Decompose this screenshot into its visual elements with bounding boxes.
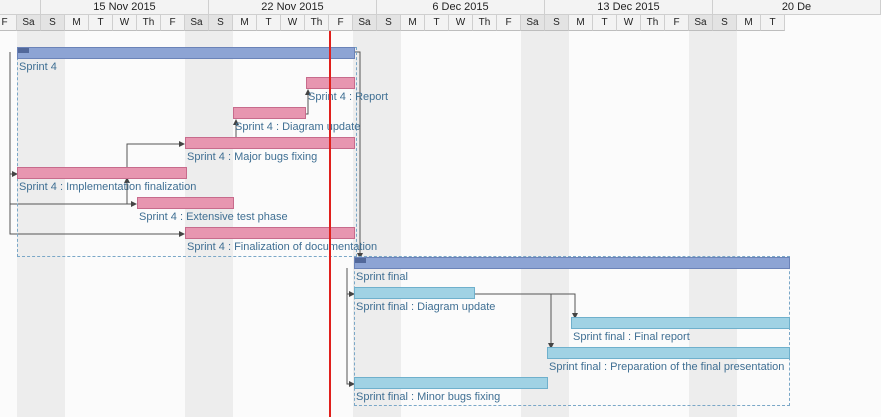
task-bar-sfr[interactable] (571, 317, 790, 329)
day-header: W (617, 15, 641, 31)
day-header: T (257, 15, 281, 31)
task-label: Sprint final : Final report (573, 331, 690, 343)
task-bar-sfp[interactable] (547, 347, 790, 359)
task-label: Sprint 4 : Major bugs fixing (187, 151, 318, 163)
task-bar-s4e[interactable] (137, 197, 234, 209)
day-header: Th (473, 15, 497, 31)
task-label: Sprint final : Preparation of the final … (549, 361, 785, 373)
task-label: Sprint final (356, 271, 408, 283)
week-header (0, 0, 41, 15)
group-box-sprint-final (354, 256, 790, 406)
link-line (474, 293, 578, 319)
weekend-column (377, 0, 401, 417)
day-header: F (329, 15, 353, 31)
week-header: 22 Nov 2015 (209, 0, 377, 15)
day-header: F (497, 15, 521, 31)
task-label: Sprint 4 : Diagram update (235, 121, 361, 133)
today-marker (329, 31, 331, 417)
day-header: T (593, 15, 617, 31)
task-label: Sprint 4 (19, 61, 57, 73)
day-header: Th (137, 15, 161, 31)
link-line (346, 268, 355, 387)
day-header: W (281, 15, 305, 31)
task-bar-s4[interactable] (17, 47, 355, 59)
day-header: Sa (17, 15, 41, 31)
task-label: Sprint 4 : Report (308, 91, 389, 103)
day-header: W (113, 15, 137, 31)
day-header: F (665, 15, 689, 31)
day-header: S (713, 15, 737, 31)
collapse-toggle-icon[interactable] (355, 258, 366, 263)
day-header: M (233, 15, 257, 31)
task-bar-s4f[interactable] (185, 227, 355, 239)
day-header: S (209, 15, 233, 31)
day-header: Th (641, 15, 665, 31)
task-label: Sprint final : Minor bugs fixing (356, 391, 501, 403)
task-bar-s4d[interactable] (233, 107, 306, 119)
week-header: 15 Nov 2015 (41, 0, 209, 15)
weekend-column (353, 0, 377, 417)
dependency-links (9, 51, 578, 387)
day-header: F (161, 15, 185, 31)
day-header: S (545, 15, 569, 31)
day-header: Th (305, 15, 329, 31)
task-bar-sfd[interactable] (354, 287, 475, 299)
day-header: S (41, 15, 65, 31)
weekend-column (41, 0, 65, 417)
week-header: 13 Dec 2015 (545, 0, 713, 15)
task-label: Sprint 4 : Extensive test phase (139, 211, 288, 223)
day-header: F (0, 15, 17, 31)
task-bar-s4i[interactable] (17, 167, 187, 179)
day-header: Sa (353, 15, 377, 31)
day-header: M (65, 15, 89, 31)
task-label: Sprint 4 : Finalization of documentation (187, 241, 378, 253)
task-label: Sprint final : Diagram update (356, 301, 496, 313)
link-line (305, 89, 311, 115)
day-header: T (425, 15, 449, 31)
task-bar-s4m[interactable] (185, 137, 355, 149)
day-header: Sa (521, 15, 545, 31)
task-bar-sfb[interactable] (354, 377, 548, 389)
day-header: M (737, 15, 761, 31)
weekend-column (17, 0, 41, 417)
task-bar-sf[interactable] (354, 257, 790, 269)
day-header: M (401, 15, 425, 31)
link-line (126, 141, 185, 174)
day-header: Sa (185, 15, 209, 31)
collapse-toggle-icon[interactable] (18, 48, 29, 53)
week-header: 6 Dec 2015 (377, 0, 545, 15)
day-header: T (761, 15, 785, 31)
day-header: S (377, 15, 401, 31)
day-header: M (569, 15, 593, 31)
day-header: Sa (689, 15, 713, 31)
week-header: 20 De (713, 0, 881, 15)
day-header: T (89, 15, 113, 31)
link-line (9, 52, 185, 237)
weekend-column (521, 0, 545, 417)
day-header: W (449, 15, 473, 31)
task-label: Sprint 4 : Implementation finalization (19, 181, 197, 193)
